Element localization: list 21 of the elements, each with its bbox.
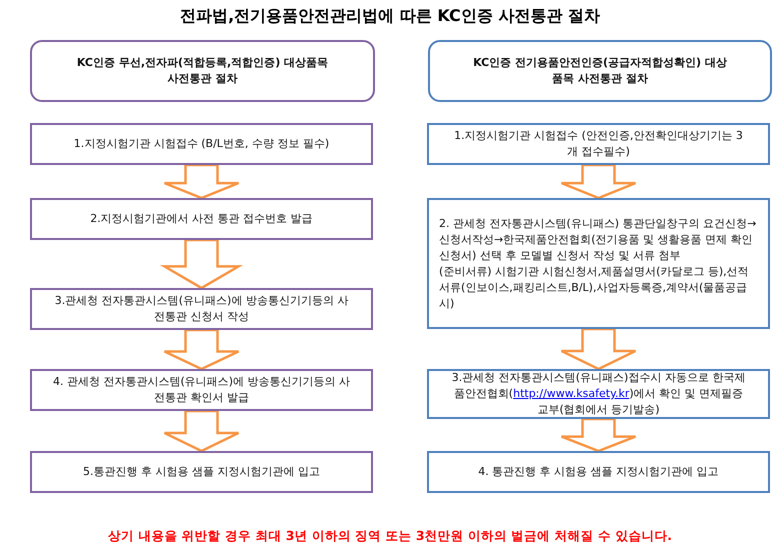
block-arrow [560, 164, 637, 200]
step-box: 3.관세청 전자통관시스템(유니패스)에 방송통신기기등의 사전통관 신청서 작성 [30, 288, 373, 330]
step-box: 4. 관세청 전자통관시스템(유니패스)에 방송통신기기등의 사전통관 확인서 발급 [30, 369, 373, 411]
step-box: 4. 통관진행 후 시험용 샘플 지정시험기관에 입고 [427, 451, 770, 493]
link: http://www.ksafety.kr [513, 387, 630, 400]
block-arrow [163, 328, 240, 370]
step-box: 5.통관진행 후 시험용 샘플 지정시험기관에 입고 [30, 451, 373, 493]
step-box: 2. 관세청 전자통관시스템(유니패스) 통관단일창구의 요건신청→신청서작성→한국제품안전협회(전기용품 및 생활용품 면제 확인신청서) 선택 후 모델별 신청서 작성 및 서류 첨부 (준비서류) 시험기관 시험신청서,제품설명서(카달로그 등),선적서류(인보이스,패킹리스트,B/L),사업자등록증,계약서(물품공급시) [427, 198, 770, 329]
block-arrow [163, 164, 240, 200]
block-arrow [560, 328, 637, 370]
step-box: 1.지정시험기관 시험접수 (B/L번호, 수량 정보 필수) [30, 123, 373, 165]
header-box: KC인증 무선,전자파(적합등록,적합인증) 대상품목 사전통관 절차 [30, 40, 375, 102]
block-arrow [560, 418, 637, 452]
step-box: 3.관세청 전자통관시스템(유니패스)접수시 자동으로 한국제품안전협회(http://www.ksafety.kr)에서 확인 및 면제필증 교부(협회에서 등기발송) [427, 369, 770, 419]
step-box: 1.지정시험기관 시험접수 (안전인증,안전확인대상기기는 3개 접수필수) [427, 123, 770, 165]
block-arrow [160, 238, 244, 290]
block-arrow [163, 410, 240, 452]
step-box: 2.지정시험기관에서 사전 통관 접수번호 발급 [30, 198, 373, 240]
header-box: KC인증 전기용품안전인증(공급자적합성확인) 대상품목 사전통관 절차 [428, 40, 772, 102]
warning-note: 상기 내용을 위반할 경우 최대 3년 이하의 징역 또는 3천만원 이하의 벌금에 처해질 수 있습니다. [106, 528, 674, 545]
title: 전파법,전기용품안전관리법에 따른 KC인증 사전통관 절차 [179, 6, 601, 27]
